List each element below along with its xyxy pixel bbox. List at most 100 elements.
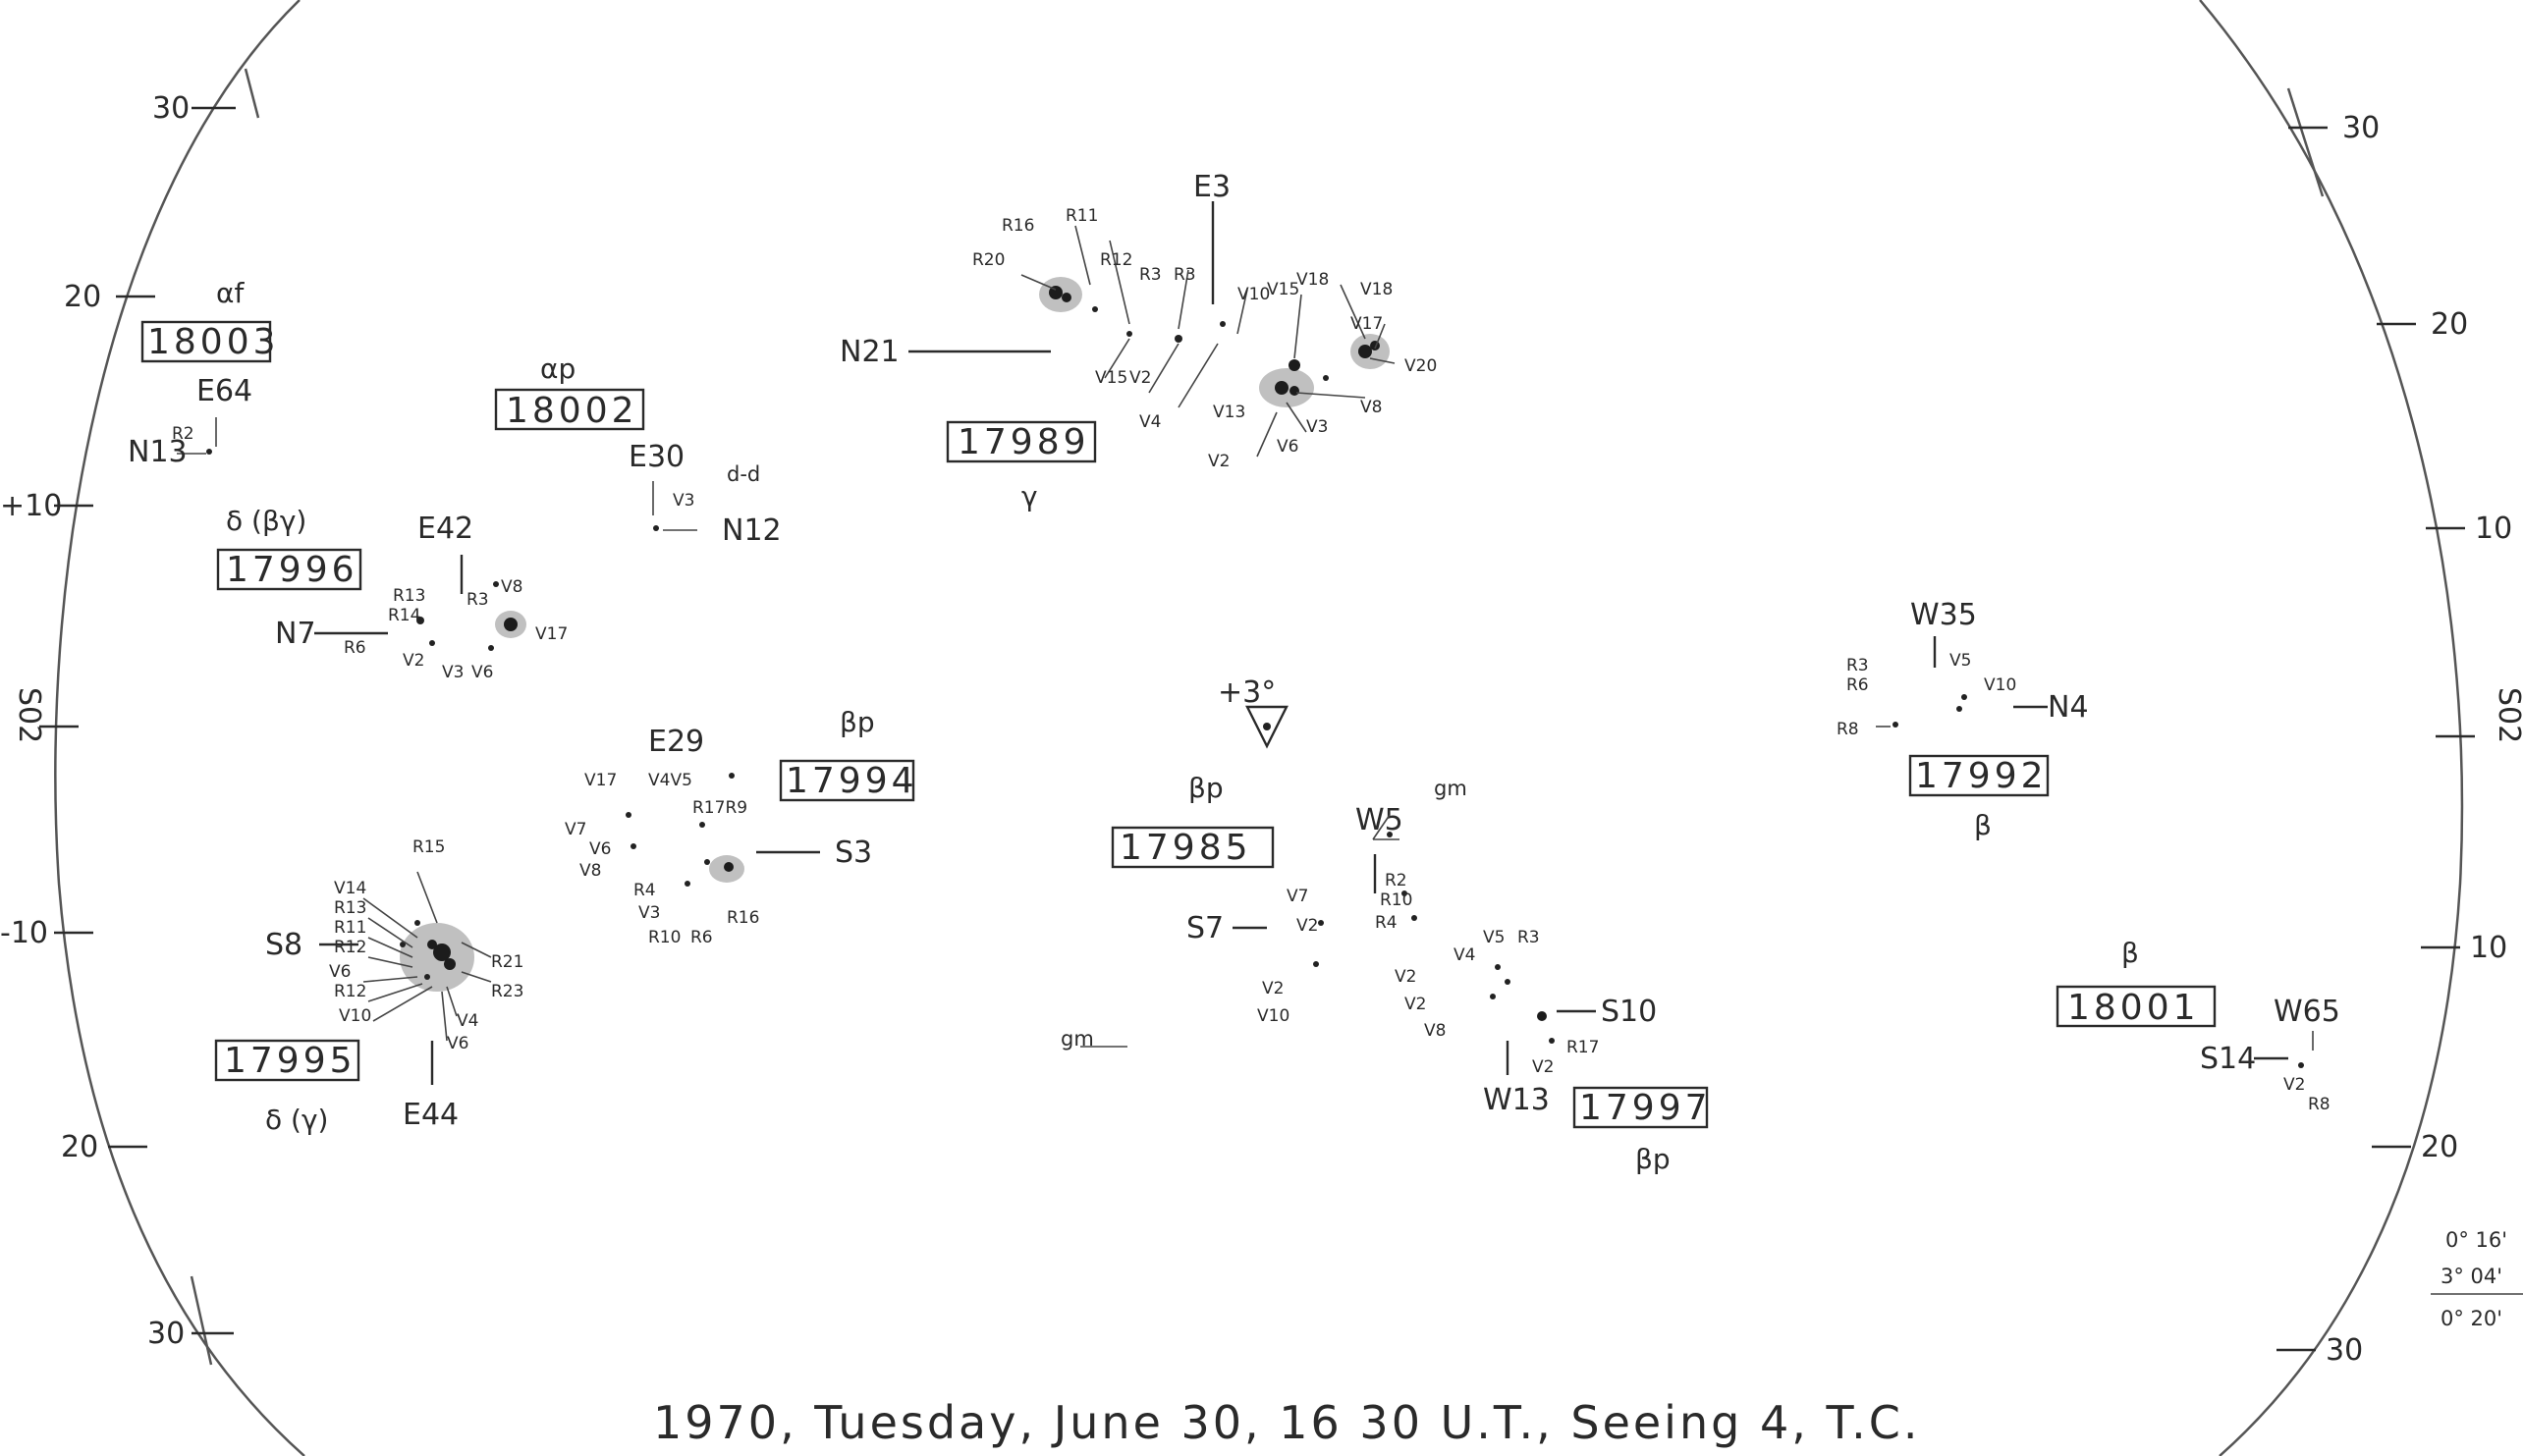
sunspot-group-17992: W35 V5 V10 R3 R6 N4 R8 17992 β: [1837, 598, 2089, 841]
group-number-box: [2056, 985, 2217, 1028]
spot-label: V6: [329, 962, 351, 982]
group-number-box: [214, 1039, 360, 1082]
spot-label: V5: [1949, 651, 1971, 671]
spot-label: V18: [1296, 270, 1329, 290]
spot-label: V10: [1257, 1006, 1289, 1026]
spot-label: R2: [172, 424, 194, 444]
spot-label: R21: [491, 952, 523, 972]
right-tick-label: 30: [2342, 111, 2380, 145]
spot-label: V10: [1984, 675, 2016, 695]
group-number: 17995: [224, 1041, 357, 1081]
spot-label: R3: [1517, 928, 1540, 947]
spot-label: R12: [334, 982, 366, 1001]
group-number: 17994: [786, 761, 918, 801]
spot-label: V2: [1208, 452, 1230, 471]
spot-label: V14: [334, 879, 366, 898]
spot-label: R3: [1174, 265, 1196, 285]
spot-label: V6: [447, 1034, 468, 1053]
spot-label: V8: [1424, 1021, 1446, 1041]
spot-label: V2: [1395, 967, 1416, 987]
group-number-box: [1908, 754, 2050, 797]
corner-value: 0° 16': [2445, 1228, 2507, 1252]
corner-values: 0° 16' 3° 04' 0° 20': [2431, 1228, 2523, 1330]
spot-label: R17R9: [692, 798, 747, 818]
spot-label: V6: [589, 839, 611, 859]
spot-label: R6: [344, 638, 366, 658]
spot-label: R16: [1002, 216, 1034, 236]
group-position: W5: [1355, 803, 1403, 837]
spot-label: R8: [2308, 1095, 2331, 1114]
group-class: β: [1974, 809, 1992, 841]
sunspot-group-17995: R15 V14 R13 R11 R12 V6 R12 V10 R21 R23 V…: [214, 837, 523, 1136]
group-number: 18001: [2067, 988, 2200, 1028]
right-edge-label: S02: [2492, 687, 2523, 743]
spot-label: V2: [2283, 1075, 2305, 1095]
group-position: W65: [2274, 995, 2340, 1029]
spot-label: V13: [1213, 403, 1245, 422]
spot-label: R4: [1375, 913, 1398, 933]
group-number-box: [1572, 1086, 1709, 1129]
spot-label: V18: [1360, 280, 1393, 299]
spot-label: V4: [1453, 945, 1475, 965]
corner-value: 3° 04': [2441, 1265, 2502, 1288]
spot-label: V10: [339, 1006, 371, 1026]
spot-label: V8: [501, 577, 522, 597]
spot-label: R16: [727, 908, 759, 928]
sunspot-group-18003: αf 18003 E64 R2 N13: [128, 277, 280, 469]
right-tick-label: 20: [2421, 1130, 2458, 1164]
left-edge-label: S02: [12, 687, 46, 743]
spot-label: R11: [1066, 206, 1098, 226]
left-tick-label: +10: [0, 489, 62, 523]
right-tick-label: 30: [2326, 1333, 2363, 1368]
group-number: 18003: [147, 322, 280, 362]
sunspot-group-18001: β 18001 W65 S14 V2 R8: [2056, 937, 2340, 1114]
spot-label: R6: [690, 928, 713, 947]
spot-label: R6: [1846, 675, 1869, 695]
initials: gm: [1434, 777, 1467, 800]
spot-label: V10: [1237, 285, 1270, 304]
spot-label: R4: [633, 881, 656, 900]
group-position: S3: [835, 836, 872, 870]
group-class: δ (γ): [265, 1104, 328, 1136]
spot-label: R11: [334, 918, 366, 938]
corner-value: 0° 20': [2441, 1307, 2502, 1330]
spot-label: V2: [1296, 916, 1318, 936]
spot-label: V6: [471, 663, 493, 682]
group-position: S10: [1601, 995, 1657, 1029]
group-number: 18002: [506, 391, 638, 431]
left-tick-label: 20: [61, 1130, 98, 1164]
right-scale: 30 20 10 10 20 30 S02: [2276, 111, 2523, 1368]
spot-label: V17: [584, 771, 617, 790]
group-number-box: [1111, 826, 1275, 869]
group-position: S14: [2200, 1042, 2256, 1076]
spot-label: V4: [457, 1011, 478, 1031]
spot-label: V8: [579, 861, 601, 881]
spot-label: V4: [1139, 412, 1161, 432]
group-class: αf: [216, 277, 245, 309]
sunspot-group-17989: E3 N21 R20 R16 R11 R12 R3 R3 V10 V15 V18…: [840, 170, 1437, 512]
group-number-box: [216, 548, 362, 591]
spot-label: V6: [1277, 437, 1298, 457]
spot-label: V8: [1360, 398, 1382, 417]
group-class: γ: [1021, 480, 1038, 512]
spot-label: R15: [412, 837, 445, 857]
group-position: E44: [403, 1098, 459, 1132]
group-position: S7: [1186, 911, 1224, 945]
group-number-box: [140, 320, 272, 363]
group-number-box: [779, 759, 915, 802]
spot-label: V2: [1404, 995, 1426, 1014]
right-tick-label: 10: [2475, 512, 2512, 546]
group-class: βp: [840, 706, 875, 738]
spot-label: R10: [1380, 890, 1412, 910]
group-class: βp: [1188, 772, 1224, 804]
spot-label: V3: [638, 903, 660, 923]
group-number: 17996: [226, 550, 358, 590]
group-number: 17997: [1579, 1088, 1712, 1128]
left-scale: 30 20 +10 -10 20 30 S02: [0, 91, 236, 1351]
spot-label: R20: [972, 250, 1005, 270]
spot-label: R13: [334, 898, 366, 918]
group-position: E30: [629, 440, 685, 474]
group-position: E3: [1193, 170, 1231, 204]
spot-label: R13: [393, 586, 425, 606]
